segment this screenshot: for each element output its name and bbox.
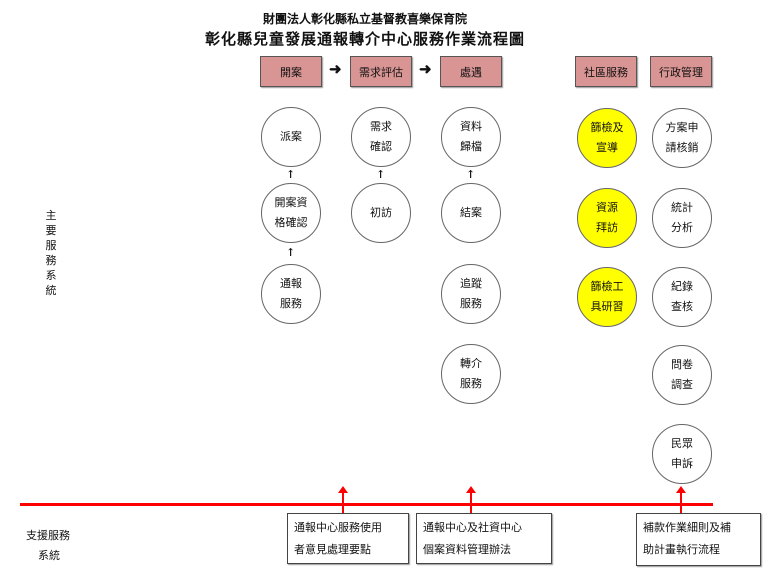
arrow-up-icon (338, 486, 348, 514)
chart-title: 彰化縣兒童發展通報轉介中心服務作業流程圖 (204, 30, 525, 48)
node-complaint: 民眾 申訴 (652, 424, 712, 484)
arrow-up-icon: ↑ (286, 246, 296, 259)
main-system-label: 主要服務系統 (45, 209, 57, 297)
support-doc-feedback: 通報中心服務使用 者意見處理要點 (287, 513, 409, 564)
divider-line (20, 503, 713, 506)
org-title: 財團法人彰化縣私立基督教喜樂保育院 (262, 12, 467, 26)
support-doc-data-management: 通報中心及社資中心 個案資料管理辦法 (416, 513, 552, 564)
arrow-up-icon: ↑ (286, 168, 296, 181)
arrow-right-icon: ➜ (329, 60, 342, 78)
arrow-up-icon: ↑ (466, 168, 476, 181)
node-dispatch: 派案 (261, 107, 321, 167)
node-follow-up: 追蹤 服務 (441, 264, 501, 324)
header-case-open: 開案 (260, 56, 322, 87)
arrow-right-icon: ➜ (419, 60, 432, 78)
header-needs-assessment: 需求評估 (350, 56, 412, 87)
node-statistics: 統計 分析 (652, 188, 712, 248)
node-screening-promo: 篩檢及 宣導 (577, 108, 637, 168)
header-community-service: 社區服務 (575, 56, 637, 87)
node-survey: 問卷 調查 (652, 345, 712, 405)
support-system-label-2: 系統 (38, 549, 60, 562)
header-admin: 行政管理 (650, 56, 712, 87)
node-archive: 資料 歸檔 (441, 107, 501, 167)
node-eligibility-check: 開案資 格確認 (261, 183, 321, 243)
node-screening-training: 篩檢工 具研習 (577, 267, 637, 327)
node-initial-visit: 初訪 (351, 183, 411, 243)
arrow-up-icon: ↑ (376, 168, 386, 181)
node-resource-visit: 資源 拜訪 (577, 188, 637, 248)
support-doc-funding: 補款作業細則及補 助計畫執行流程 (636, 513, 761, 566)
node-case-close: 結案 (441, 183, 501, 243)
node-record-audit: 紀錄 查核 (652, 267, 712, 327)
node-referral: 轉介 服務 (441, 344, 501, 404)
node-proposal: 方案申 請核銷 (652, 108, 712, 168)
header-treatment: 處遇 (440, 56, 502, 87)
arrow-up-icon (676, 486, 686, 514)
support-system-label: 支援服務 (26, 529, 70, 542)
node-report-service: 通報 服務 (261, 264, 321, 324)
arrow-up-icon (466, 486, 476, 514)
node-needs-confirm: 需求 確認 (351, 107, 411, 167)
